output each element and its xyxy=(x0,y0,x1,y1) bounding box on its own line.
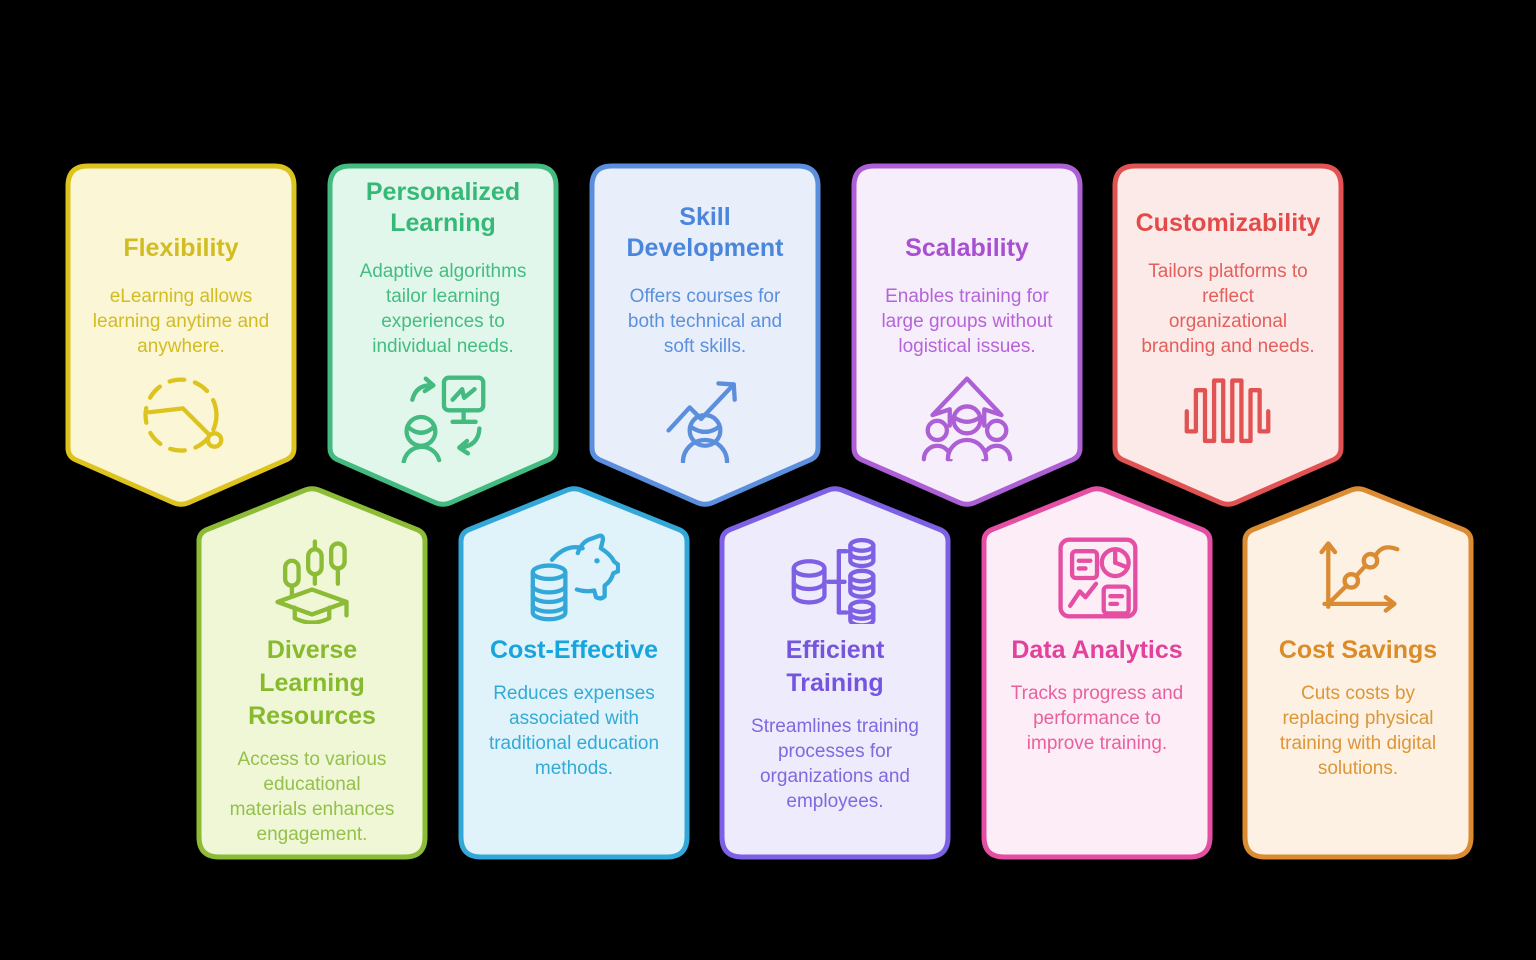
card-shape xyxy=(851,163,1083,507)
card-flexibility: Flexibility eLearning allows learning any… xyxy=(65,163,297,508)
card-description: Streamlines training processes for organ… xyxy=(751,716,919,812)
card-description: Tailors platforms to reflect organizatio… xyxy=(1141,261,1315,357)
card-shape xyxy=(589,163,821,507)
card-description: Offers courses for both technical and so… xyxy=(627,286,783,357)
card-title: Cost-Effective xyxy=(489,636,659,664)
card-title: Data Analytics xyxy=(1011,636,1183,664)
card-description: Access to various educational materials … xyxy=(229,749,395,845)
card-shape xyxy=(1242,486,1474,860)
card-text-block: Flexibility eLearning allows learning any… xyxy=(93,163,269,359)
dashboard-icon xyxy=(1051,532,1143,624)
card-shape xyxy=(458,486,690,860)
clock-icon xyxy=(135,371,227,463)
data-flow-icon xyxy=(789,532,881,624)
group-scale-icon xyxy=(921,371,1013,463)
card-shape xyxy=(719,486,951,860)
card-title: Efficient Training xyxy=(785,636,885,697)
adaptive-cycle-icon xyxy=(397,371,489,463)
card-title: Scalability xyxy=(905,234,1029,262)
card-title: Customizability xyxy=(1135,209,1321,237)
card-title: Personalized Learning xyxy=(365,178,521,237)
card-title: Diverse Learning Resources xyxy=(248,636,376,730)
waveform-icon xyxy=(1182,371,1274,463)
person-growth-icon xyxy=(659,371,751,463)
card-shape xyxy=(327,163,559,507)
piggy-bank-icon xyxy=(528,532,620,624)
card-description: Adaptive algorithms tailor learning expe… xyxy=(359,261,527,357)
education-chart-icon xyxy=(266,532,358,624)
card-title: Cost Savings xyxy=(1278,636,1438,664)
card-title: Skill Development xyxy=(626,203,784,262)
card-description: Tracks progress and performance to impro… xyxy=(1010,683,1184,754)
card-shape xyxy=(1112,163,1344,507)
card-description: Cuts costs by replacing physical trainin… xyxy=(1279,683,1437,779)
card-shape xyxy=(65,163,297,507)
card-description: Reduces expenses associated with traditi… xyxy=(488,683,660,779)
card-description: eLearning allows learning anytime and an… xyxy=(92,286,270,357)
card-shape xyxy=(981,486,1213,860)
card-shape xyxy=(196,486,428,860)
card-title: Flexibility xyxy=(123,234,239,262)
growth-chart-icon xyxy=(1312,532,1404,624)
card-content: Flexibility eLearning allows learning any… xyxy=(65,163,297,463)
card-description: Enables training for large groups withou… xyxy=(881,286,1053,357)
